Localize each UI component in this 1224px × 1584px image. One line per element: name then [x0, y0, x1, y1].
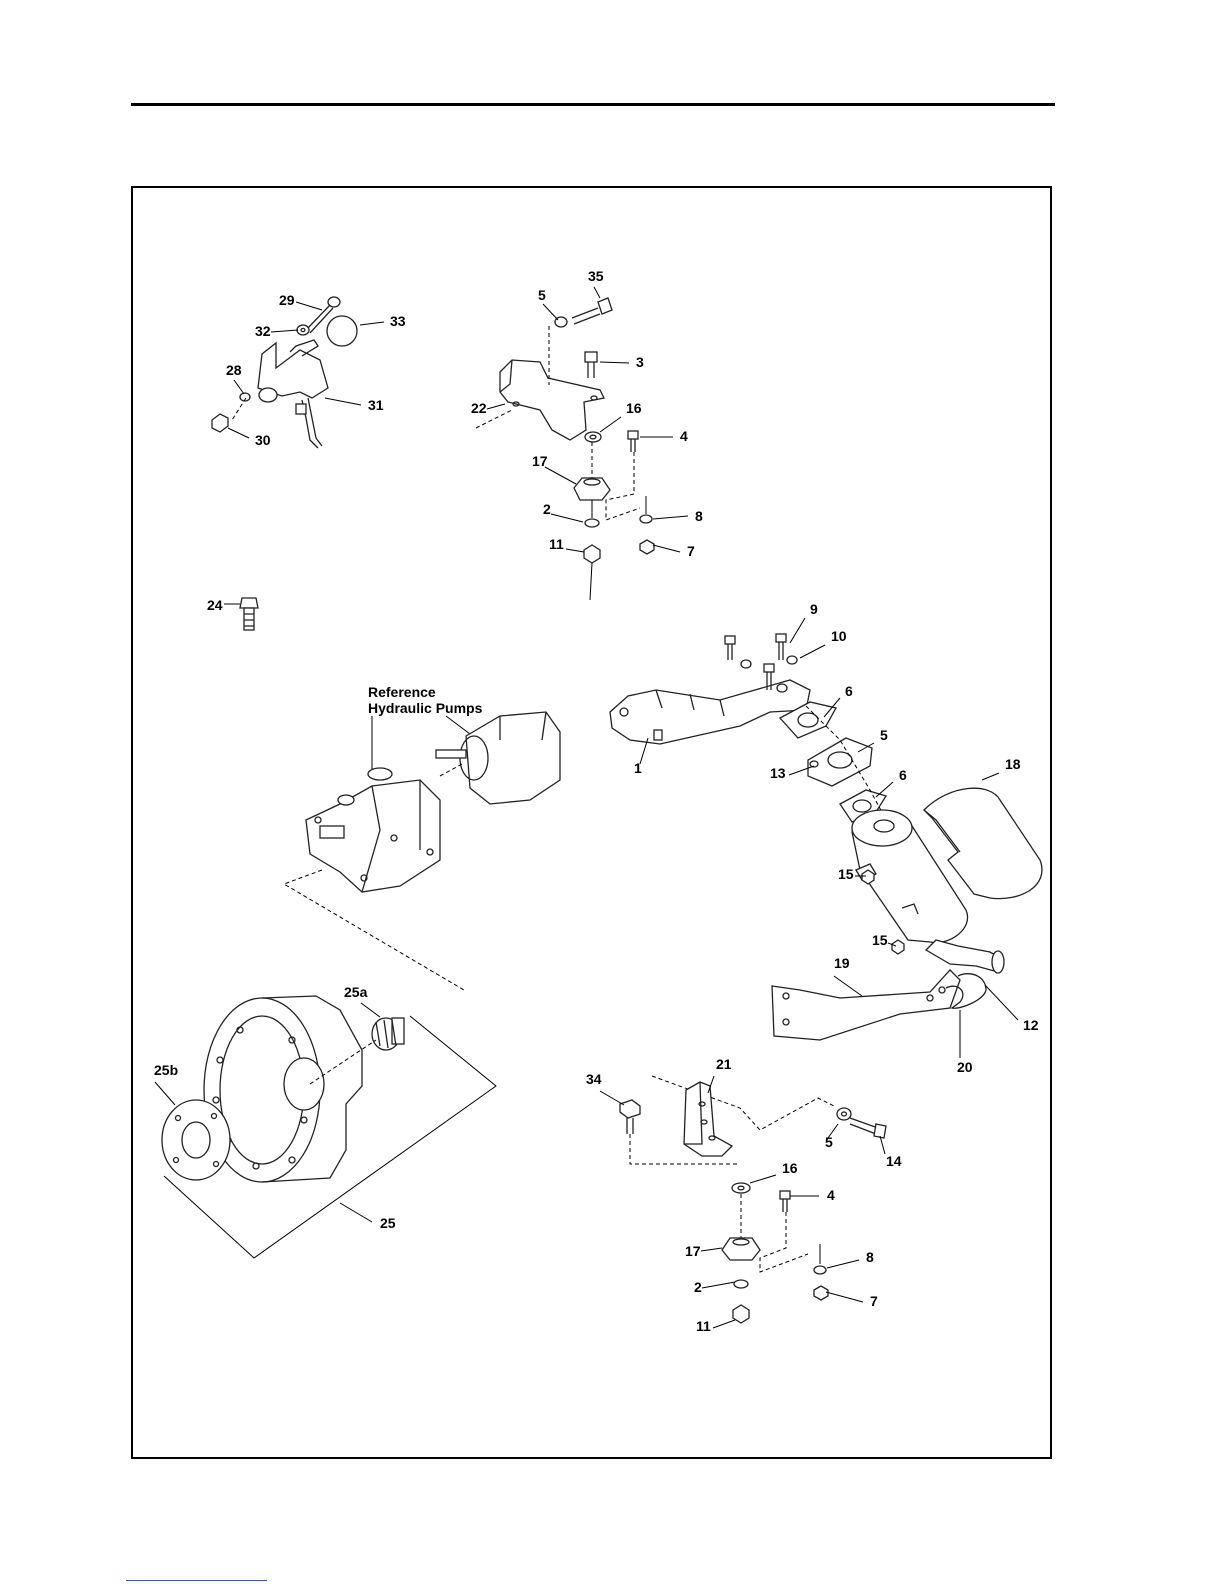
- callout-label-c6b: 6: [899, 767, 907, 783]
- callout-label-c33: 33: [390, 313, 406, 329]
- footer-link-underline[interactable]: [126, 1580, 267, 1581]
- callout-label-c32: 32: [255, 323, 271, 339]
- callout-label-c15a: 15: [838, 866, 854, 882]
- callout-label-c25a: 25a: [344, 984, 368, 1000]
- callout-label-c3: 3: [636, 354, 644, 370]
- callout-leader-c35: [594, 287, 600, 298]
- callout-label-c4a: 4: [680, 428, 688, 444]
- callout-leader-c6b: [876, 782, 893, 797]
- callout-leader-c22: [487, 404, 505, 409]
- reference-label-line2: Hydraulic Pumps: [368, 700, 483, 716]
- callout-label-c10: 10: [831, 628, 847, 644]
- reference-label-line1: Reference: [368, 684, 436, 700]
- callout-leader-c9: [790, 618, 805, 643]
- callout-leader-c5a: [543, 304, 558, 320]
- callout-label-c21: 21: [716, 1056, 732, 1072]
- callout-label-c17b: 17: [685, 1243, 701, 1259]
- callout-label-c8a: 8: [695, 508, 703, 524]
- callout-leader-c19: [834, 976, 862, 996]
- callout-label-c28: 28: [226, 362, 242, 378]
- callout-label-c5c: 5: [825, 1134, 833, 1150]
- callout-label-c13: 13: [770, 765, 786, 781]
- lower-engine-mount-assembly: [620, 1076, 886, 1323]
- callout-leader-c30: [228, 428, 249, 438]
- callout-label-c7b: 7: [870, 1293, 878, 1309]
- callout-label-c1: 1: [634, 760, 642, 776]
- callout-label-c16a: 16: [626, 400, 642, 416]
- callout-leader-c8a: [653, 516, 688, 519]
- callout-leader-c32: [271, 330, 298, 332]
- callout-leader-c7b: [826, 1292, 863, 1302]
- callout-leader-c25: [340, 1203, 372, 1222]
- callout-label-c24: 24: [207, 597, 223, 613]
- callout-leader-c34: [600, 1091, 624, 1105]
- callout-label-c6a: 6: [845, 683, 853, 699]
- callout-leader-c2b: [702, 1282, 735, 1288]
- callout-leader-c18: [982, 773, 999, 780]
- callout-leader-c25b: [155, 1082, 175, 1105]
- callout-label-c14: 14: [886, 1153, 902, 1169]
- callout-leader-c29: [296, 302, 322, 310]
- callout-label-c5b: 5: [880, 727, 888, 743]
- callout-label-c34: 34: [586, 1071, 602, 1087]
- callout-label-c5a: 5: [538, 287, 546, 303]
- callout-leader-c31: [325, 398, 361, 405]
- callout-label-c25b: 25b: [154, 1062, 178, 1078]
- callout-label-c2b: 2: [694, 1279, 702, 1295]
- callout-leader-c25a: [361, 1003, 380, 1017]
- callout-label-c35: 35: [588, 268, 604, 284]
- exhaust-assembly: [610, 634, 1042, 1040]
- callout-label-c9: 9: [810, 601, 818, 617]
- callout-leader-c17b: [701, 1248, 722, 1251]
- callout-leader-c17a: [545, 467, 576, 484]
- callout-leader-c3: [600, 362, 629, 363]
- callout-leader-c7a: [653, 545, 680, 552]
- callout-label-c15b: 15: [872, 932, 888, 948]
- callout-leader-c12: [985, 985, 1018, 1020]
- callout-leader-c16b: [750, 1175, 776, 1183]
- callout-leader-c16a: [600, 417, 621, 432]
- callout-label-c19: 19: [834, 955, 850, 971]
- callout-leader-c11a: [566, 549, 584, 552]
- callout-label-c20: 20: [957, 1059, 973, 1075]
- callout-label-c8b: 8: [866, 1249, 874, 1265]
- callout-label-c31: 31: [368, 397, 384, 413]
- callout-label-c30: 30: [255, 432, 271, 448]
- callout-label-c18: 18: [1005, 756, 1021, 772]
- sensor-24: [240, 598, 258, 630]
- callout-label-c25: 25: [380, 1215, 396, 1231]
- callout-label-c11a: 11: [549, 536, 564, 552]
- callout-label-c7a: 7: [687, 543, 695, 559]
- callout-leader-c28: [234, 380, 244, 394]
- callout-label-c17a: 17: [532, 453, 548, 469]
- pump-adapter-assembly: [162, 996, 496, 1258]
- callout-leader-c10: [800, 645, 825, 658]
- upper-engine-mount-assembly: [476, 298, 654, 600]
- callout-leader-c11b: [713, 1320, 735, 1328]
- callout-label-c12: 12: [1023, 1017, 1039, 1033]
- callout-leader-c2a: [551, 514, 583, 522]
- callout-label-c2a: 2: [543, 501, 551, 517]
- callout-leader-c33: [360, 322, 384, 325]
- callout-label-c4b: 4: [827, 1187, 835, 1203]
- callout-leader-c8b: [827, 1260, 859, 1268]
- callout-label-c16b: 16: [782, 1160, 798, 1176]
- callout-label-c11b: 11: [696, 1318, 711, 1334]
- hydraulic-pumps-reference: Reference Hydraulic Pumps: [284, 684, 560, 990]
- callout-label-c22: 22: [471, 400, 487, 416]
- callout-label-c29: 29: [279, 292, 295, 308]
